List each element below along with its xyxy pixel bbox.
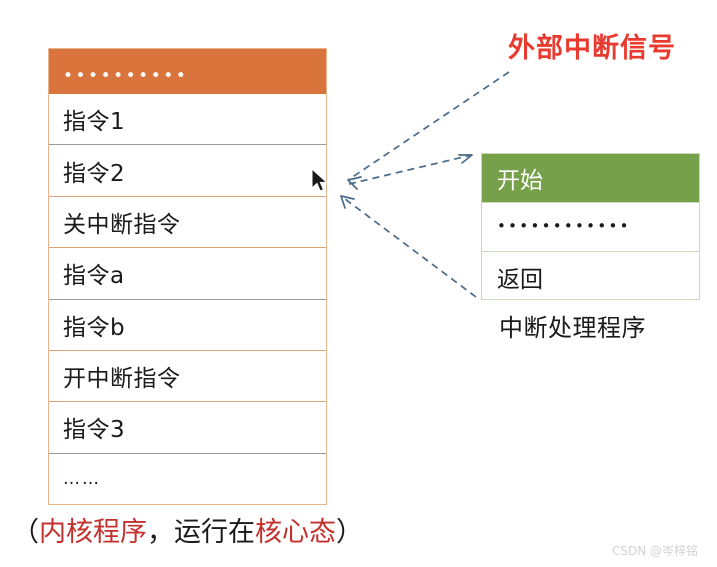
instruction-label: …… xyxy=(63,468,101,489)
interrupt-handler-table: 开始 •••••••••••• 返回 xyxy=(481,153,700,300)
instruction-label: 关中断指令 xyxy=(63,211,181,238)
csdn-watermark: CSDN @岑梓铭 xyxy=(612,544,699,558)
mouse-cursor-icon xyxy=(311,168,328,192)
arrow-kernel-to-handler xyxy=(348,154,473,185)
kernel-header-dots: •••••••••• xyxy=(63,66,189,86)
instruction-label: 指令1 xyxy=(63,109,126,136)
table-row: 指令2 xyxy=(49,145,326,197)
caption-paren-close: ） xyxy=(336,517,363,548)
table-row: 指令a xyxy=(49,248,326,300)
table-row: 开中断指令 xyxy=(49,351,326,403)
kernel-table-rows: 指令1 指令2 关中断指令 指令a 指令b 开中断指令 指令3 …… xyxy=(49,94,326,506)
handler-start-label: 开始 xyxy=(497,168,543,194)
table-row: …… xyxy=(49,454,326,506)
table-row: 指令b xyxy=(49,300,326,351)
instruction-label: 指令2 xyxy=(63,160,126,187)
instruction-label: 指令3 xyxy=(63,417,126,444)
caption-highlight-kernel: 内核程序 xyxy=(39,517,147,548)
table-row: 关中断指令 xyxy=(49,197,326,249)
table-row: 指令3 xyxy=(49,402,326,454)
instruction-label: 开中断指令 xyxy=(63,366,181,393)
table-row: 指令1 xyxy=(49,94,326,146)
handler-dots-label: •••••••••••• xyxy=(497,216,631,235)
caption-paren-open: （ xyxy=(12,517,39,548)
kernel-program-caption: （内核程序，运行在核心态） xyxy=(12,510,363,549)
caption-highlight-mode: 核心态 xyxy=(255,517,336,548)
kernel-program-table: •••••••••• 指令1 指令2 关中断指令 指令a 指令b 开中断指令 指… xyxy=(48,48,327,505)
external-interrupt-signal-label: 外部中断信号 xyxy=(508,33,676,64)
handler-row-start: 开始 xyxy=(482,154,699,203)
caption-middle: ，运行在 xyxy=(147,517,255,548)
interrupt-handler-caption: 中断处理程序 xyxy=(499,314,646,342)
handler-row-return: 返回 xyxy=(482,252,699,301)
instruction-label: 指令b xyxy=(63,314,126,341)
kernel-table-header: •••••••••• xyxy=(49,49,326,94)
arrow-handler-to-kernel xyxy=(340,195,477,298)
handler-return-label: 返回 xyxy=(497,266,543,293)
handler-row-dots: •••••••••••• xyxy=(482,203,699,252)
instruction-label: 指令a xyxy=(63,263,125,290)
